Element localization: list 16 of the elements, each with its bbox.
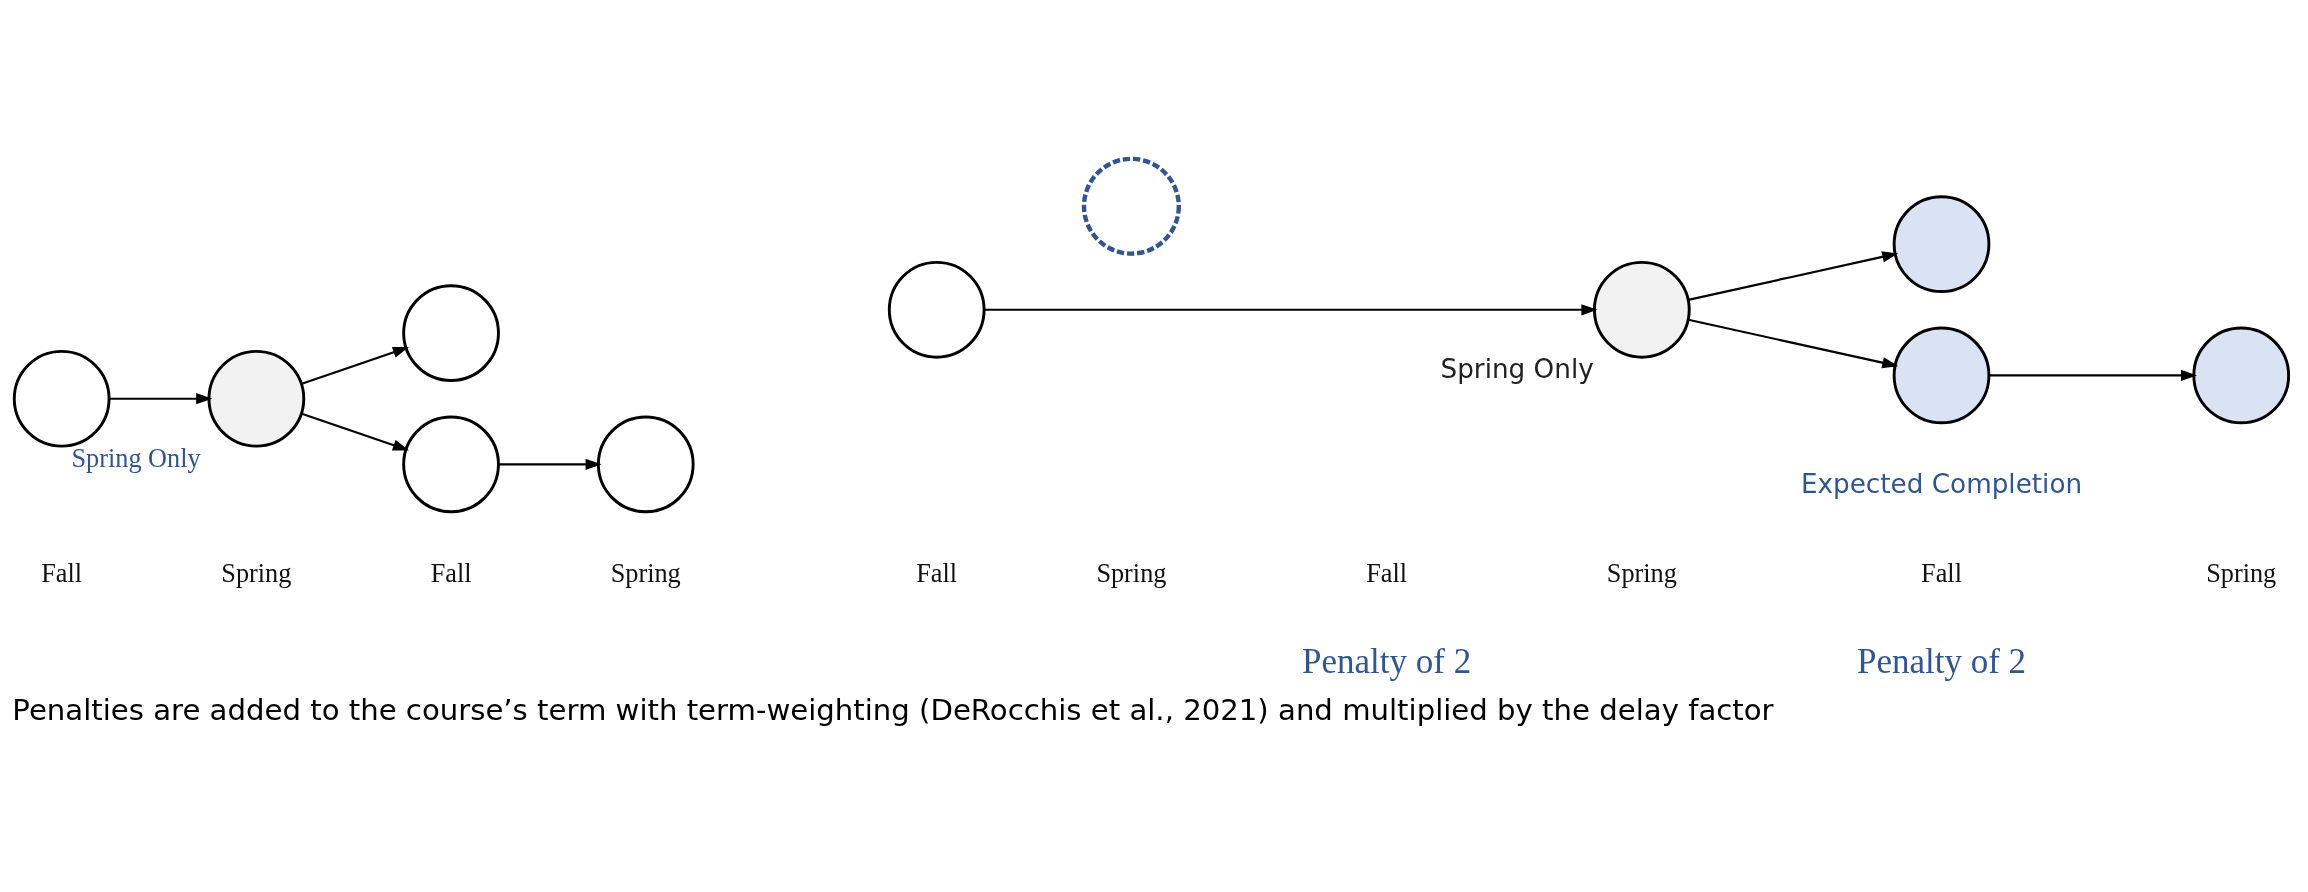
label: Spring <box>1096 558 1167 588</box>
node-label: Spring Only <box>1440 353 1594 384</box>
label: Fall <box>1921 558 1962 588</box>
label: Expected Completion <box>1800 468 2083 499</box>
label: Fall <box>430 558 472 588</box>
label: Spring <box>610 558 681 588</box>
caption: Penalties are added to the course’s term with term-weighting (DeRocchis et al., 2021) and multiplied by the delay factor <box>12 692 1774 727</box>
label: Spring <box>1606 558 1677 588</box>
label: Penalty of 2 <box>1302 641 1472 681</box>
label: Fall <box>916 558 958 588</box>
label: Spring <box>221 558 292 588</box>
label: Spring <box>2206 558 2277 588</box>
label: Fall <box>41 558 83 588</box>
node-label: Spring Only <box>71 443 201 473</box>
label: Fall <box>1366 558 1408 588</box>
label: Penalty of 2 <box>1856 641 2027 681</box>
